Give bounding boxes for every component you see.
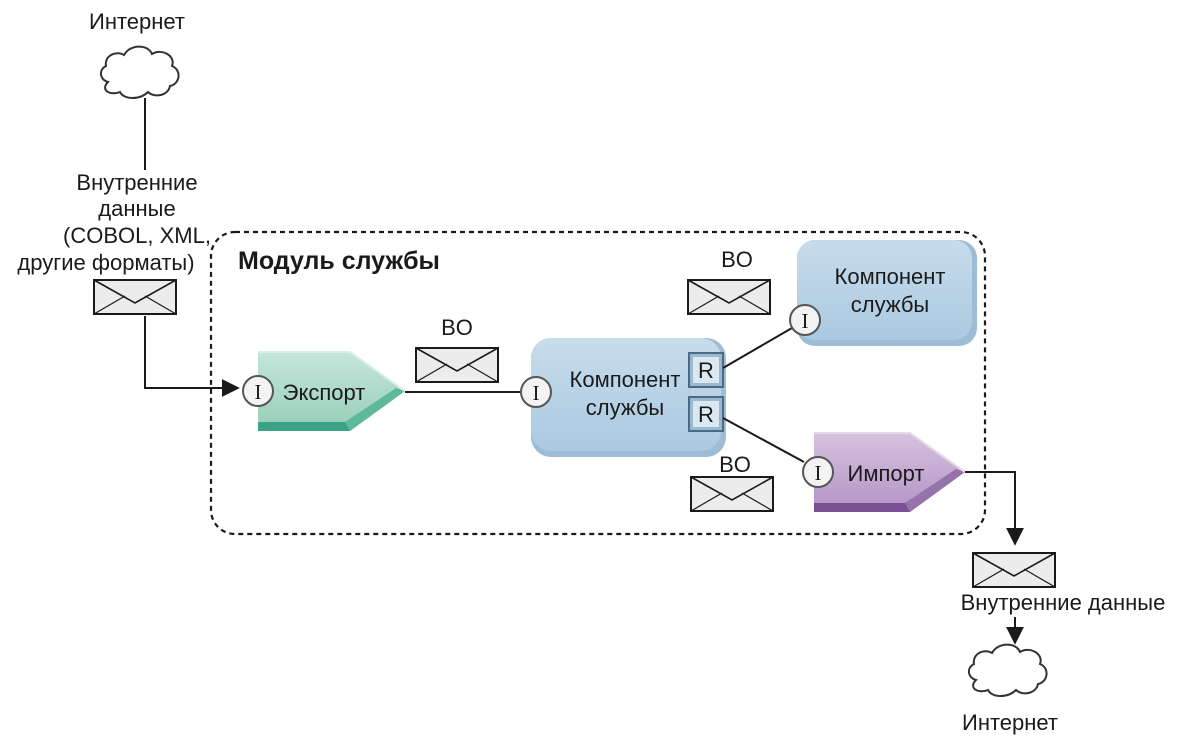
- reference-icon-2: [688, 396, 724, 432]
- import-interface-icon: [802, 456, 834, 488]
- upper-component-line-1: Компонент: [835, 264, 946, 289]
- central-component-line-1: Компонент: [570, 367, 681, 392]
- bottom-cloud-icon: [968, 643, 1048, 697]
- export-node: [258, 351, 406, 431]
- import-label: Импорт: [848, 461, 925, 486]
- reference-icon-1: [688, 352, 724, 388]
- central-interface-glyph: I: [533, 381, 540, 405]
- import-interface-glyph: I: [815, 461, 822, 485]
- bottom-data-label: Внутренние данные: [961, 590, 1166, 615]
- upper-component: [797, 240, 977, 346]
- bo-lower-envelope-icon: [690, 476, 774, 512]
- bo-left-envelope-icon: [415, 347, 499, 383]
- link-ref2-import: [722, 417, 805, 463]
- top-envelope-icon: [93, 279, 177, 315]
- top-data-line-4: другие форматы): [17, 250, 194, 275]
- central-component-line-2: службы: [586, 395, 664, 420]
- top-internet-label: Интернет: [89, 9, 185, 34]
- export-interface-icon: [242, 375, 274, 407]
- module-title: Модуль службы: [238, 247, 440, 275]
- bo-lower-label: BO: [719, 452, 751, 477]
- reference-glyph-1: R: [698, 358, 714, 383]
- upper-component-line-2: службы: [851, 292, 929, 317]
- export-interface-glyph: I: [255, 380, 262, 404]
- central-component: [531, 338, 726, 457]
- import-node: [814, 432, 966, 512]
- arrow-from-import: [965, 471, 1024, 546]
- upper-interface-glyph: I: [802, 309, 809, 333]
- top-data-line-3: (COBOL, XML,: [63, 223, 211, 248]
- bottom-envelope-icon: [972, 552, 1056, 588]
- bo-upper-label: BO: [721, 247, 753, 272]
- top-data-line-2: данные: [98, 196, 175, 221]
- module-boundary: [209, 230, 987, 536]
- export-label: Экспорт: [283, 380, 366, 405]
- bottom-internet-label: Интернет: [962, 710, 1058, 735]
- link-ref1-upper-component: [722, 327, 793, 369]
- top-cloud-icon: [100, 45, 180, 99]
- reference-glyph-2: R: [698, 402, 714, 427]
- upper-interface-icon: [789, 304, 821, 336]
- top-data-line-1: Внутренние: [76, 170, 197, 195]
- arrow-to-export: [144, 316, 240, 397]
- bo-upper-envelope-icon: [687, 279, 771, 315]
- central-interface-icon: [520, 376, 552, 408]
- bo-left-label: BO: [441, 315, 473, 340]
